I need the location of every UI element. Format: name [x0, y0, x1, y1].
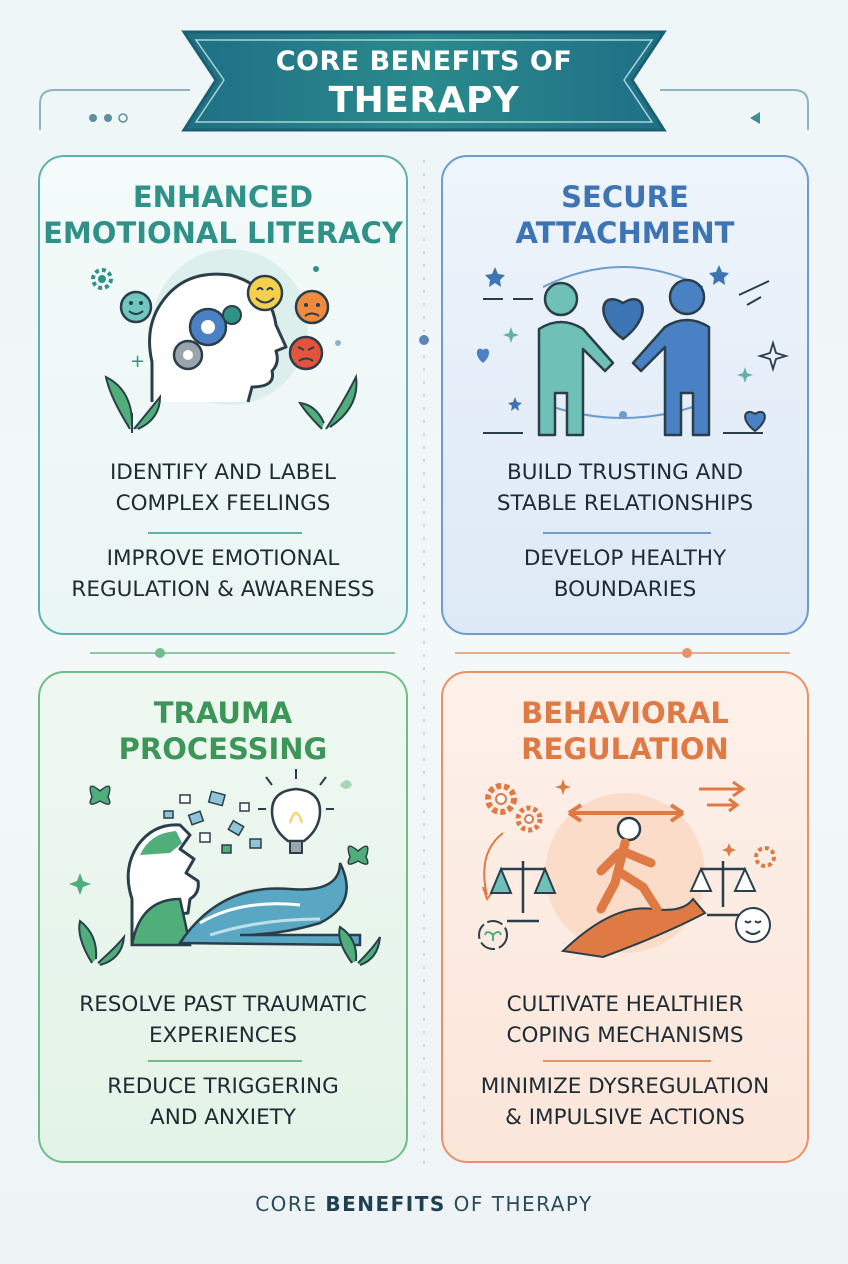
title-line-1: CORE BENEFITS OF	[275, 46, 573, 77]
star-icon	[485, 265, 729, 411]
heart-icon	[744, 411, 766, 433]
benefit-2-line-1: REDUCE TRIGGERING	[107, 1074, 339, 1099]
card-title-line-2: REGULATION	[521, 732, 729, 766]
title-line-2: THERAPY	[328, 80, 520, 121]
footer-part-1: CORE	[255, 1192, 326, 1216]
card-title-line-1: ENHANCED	[132, 180, 314, 214]
benefit-1-line-2: COPING MECHANISMS	[506, 1023, 744, 1048]
card-title: ENHANCED EMOTIONAL LITERACY	[40, 179, 406, 251]
illustration-trauma-processing	[69, 769, 381, 1062]
card-title-line-2: PROCESSING	[118, 732, 328, 766]
card-title: TRAUMA PROCESSING	[40, 695, 406, 767]
benefit-1-line-1: CULTIVATE HEALTHIER	[506, 992, 744, 1017]
heart-icon	[602, 298, 644, 341]
walking-person-icon	[560, 816, 707, 959]
card-title-line-1: SECURE	[561, 180, 689, 214]
card-trauma-processing: TRAUMA PROCESSING RESOLVE PAST TRAUMATIC…	[38, 671, 408, 1163]
card-title-line-1: BEHAVIORAL	[521, 696, 729, 730]
benefit-1-line-1: BUILD TRUSTING AND	[506, 460, 744, 485]
smiley-icon	[119, 290, 153, 324]
happy-face-icon	[246, 274, 284, 312]
benefit-2-line-1: IMPROVE EMOTIONAL	[106, 546, 340, 571]
leaf-icon	[298, 373, 358, 430]
benefit-1: BUILD TRUSTING AND STABLE RELATIONSHIPS	[443, 457, 807, 519]
card-title: BEHAVIORAL REGULATION	[443, 695, 807, 767]
gear-icon	[485, 783, 776, 868]
footer-caption: CORE BENEFITS OF THERAPY	[0, 1192, 848, 1216]
card-emotional-literacy: + ENHANCED EMOTIONAL LITERACY IDENTIFY A…	[38, 155, 408, 635]
heart-icon	[476, 348, 490, 363]
frown-face-icon	[294, 289, 330, 325]
angry-face-icon	[288, 335, 324, 371]
card-title-line-2: ATTACHMENT	[515, 216, 735, 250]
benefit-1-line-2: STABLE RELATIONSHIPS	[496, 491, 754, 516]
card-secure-attachment: SECURE ATTACHMENT BUILD TRUSTING AND STA…	[441, 155, 809, 635]
lightbulb-icon	[258, 769, 334, 854]
benefit-1-line-1: IDENTIFY AND LABEL	[109, 460, 337, 485]
benefit-1-line-2: COMPLEX FEELINGS	[115, 491, 331, 516]
benefit-2: MINIMIZE DYSREGULATION & IMPULSIVE ACTIO…	[443, 1071, 807, 1133]
ribbon-shape	[181, 30, 667, 132]
benefit-2-line-1: DEVELOP HEALTHY	[523, 546, 727, 571]
butterfly-icon	[89, 785, 369, 865]
illustration-secure-attachment	[476, 265, 790, 534]
wave-icon	[177, 862, 362, 947]
svg-text:+: +	[130, 351, 145, 372]
head-gears-icon	[148, 272, 288, 403]
benefit-2-line-2: AND ANXIETY	[150, 1105, 296, 1130]
benefit-2-line-2: REGULATION & AWARENESS	[71, 577, 375, 602]
card-title-line-1: TRAUMA	[153, 696, 293, 730]
benefit-1-line-1: RESOLVE PAST TRAUMATIC	[79, 992, 367, 1017]
benefit-2-line-2: & IMPULSIVE ACTIONS	[505, 1105, 745, 1130]
calm-face-icon	[735, 907, 771, 943]
leaf-icon	[78, 919, 126, 966]
benefit-1: RESOLVE PAST TRAUMATIC EXPERIENCES	[40, 989, 406, 1051]
growth-cycle-icon	[478, 920, 508, 950]
benefit-2: DEVELOP HEALTHY BOUNDARIES	[443, 543, 807, 605]
benefit-1: IDENTIFY AND LABEL COMPLEX FEELINGS	[40, 457, 406, 519]
footer-part-2: BENEFITS	[325, 1192, 446, 1216]
footer-part-3: OF THERAPY	[445, 1192, 593, 1216]
benefit-2: IMPROVE EMOTIONAL REGULATION & AWARENESS	[40, 543, 406, 605]
illustration-emotional-literacy: +	[91, 249, 358, 534]
leaf-icon	[104, 375, 162, 433]
gear-icon	[91, 268, 113, 290]
benefit-1-line-2: EXPERIENCES	[148, 1023, 298, 1048]
card-behavioral-regulation: BEHAVIORAL REGULATION CULTIVATE HEALTHIE…	[441, 671, 809, 1163]
balance-scale-icon	[489, 861, 757, 923]
benefit-2-line-1: MINIMIZE DYSREGULATION	[480, 1074, 770, 1099]
card-title: SECURE ATTACHMENT	[443, 179, 807, 251]
benefit-2-line-2: BOUNDARIES	[553, 577, 697, 602]
benefit-1: CULTIVATE HEALTHIER COPING MECHANISMS	[443, 989, 807, 1051]
illustration-behavioral-regulation	[478, 779, 776, 1062]
card-title-line-2: EMOTIONAL LITERACY	[43, 216, 403, 250]
leaf-icon	[338, 925, 381, 966]
benefit-2: REDUCE TRIGGERING AND ANXIETY	[40, 1071, 406, 1133]
two-people-holding-hands-icon	[537, 278, 711, 437]
title-banner: CORE BENEFITS OF THERAPY	[0, 0, 848, 150]
sparkle-icon	[503, 327, 790, 383]
